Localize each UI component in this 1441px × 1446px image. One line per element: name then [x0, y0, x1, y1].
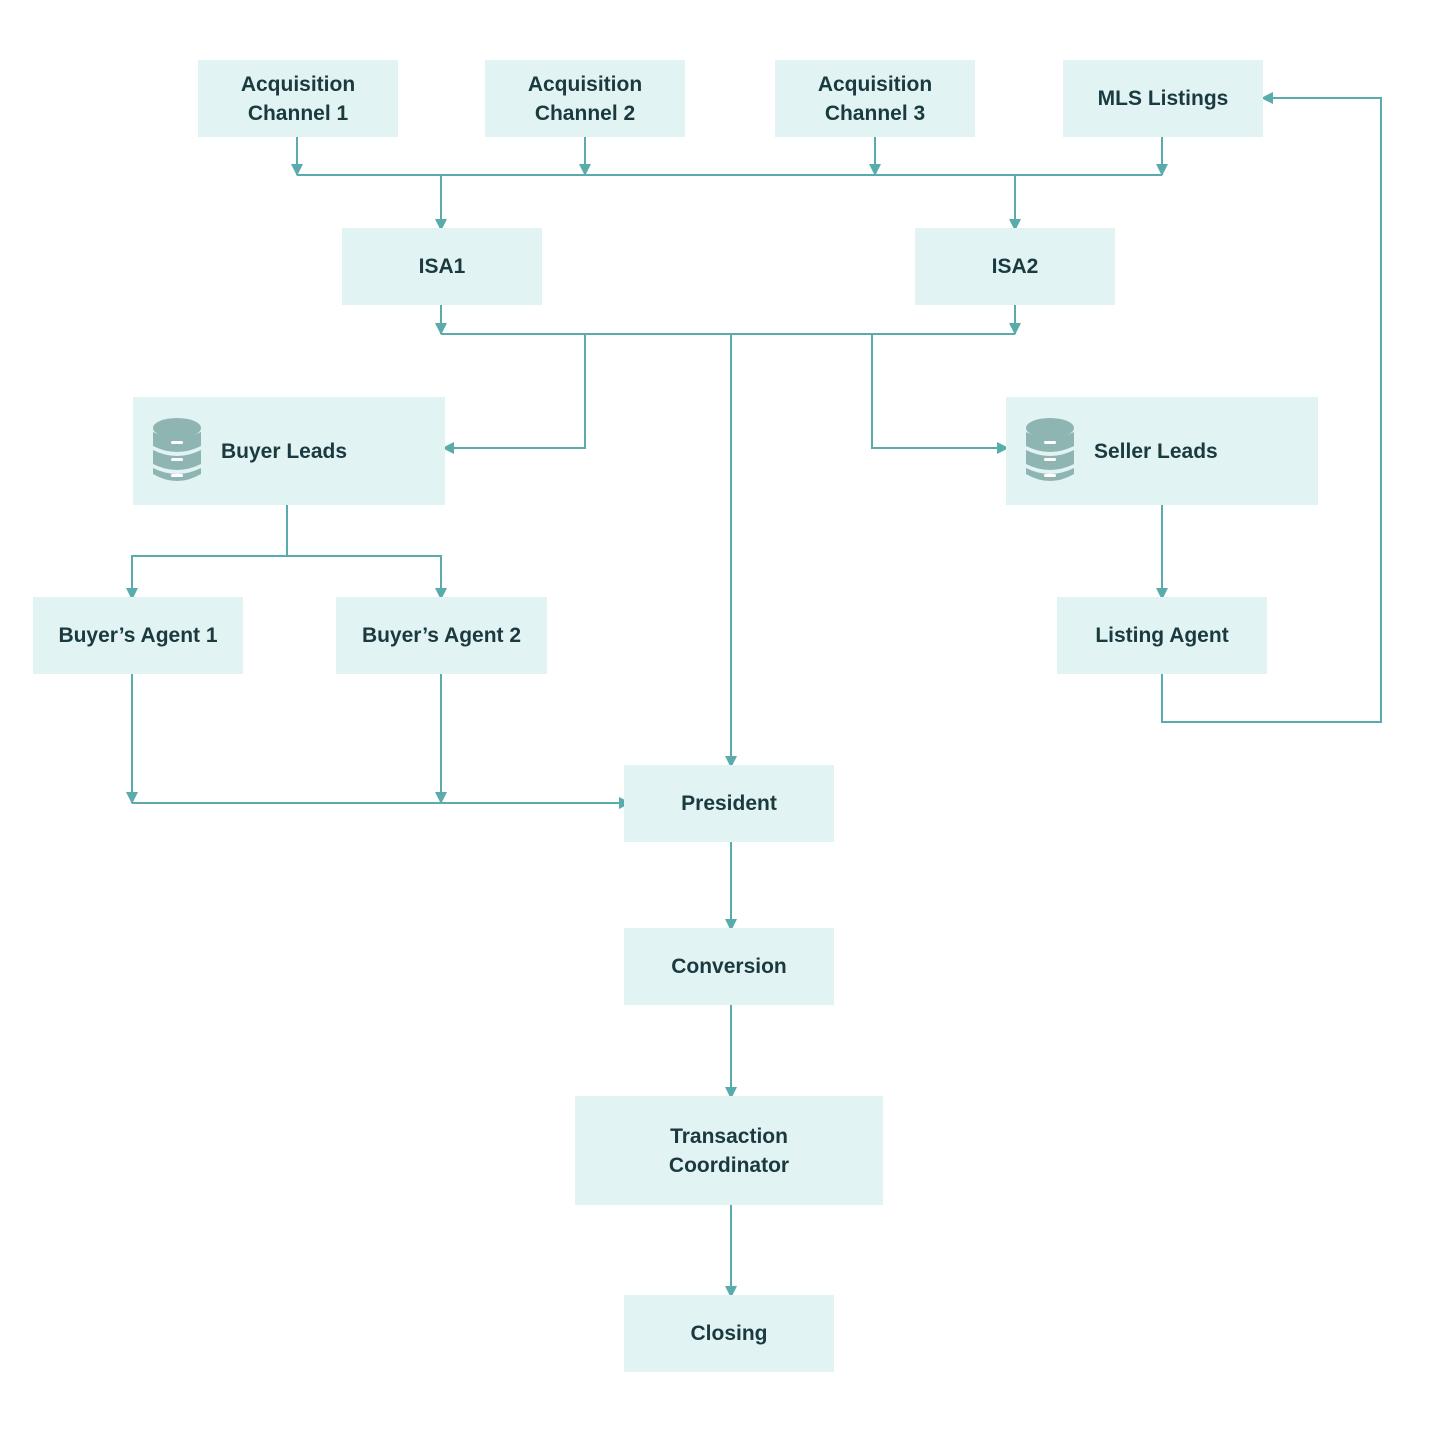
node-label: Buyer Leads: [221, 439, 348, 463]
node-buyers-agent-2[interactable]: Buyer’s Agent 2: [336, 597, 547, 674]
node-label: Acquisition Channel 2: [527, 72, 643, 125]
node-label: Listing Agent: [1095, 624, 1229, 647]
node-label: Closing: [690, 1322, 768, 1345]
node-seller-leads[interactable]: Seller Leads: [1006, 397, 1318, 505]
node-acquisition-channel-3[interactable]: Acquisition Channel 3: [775, 60, 975, 137]
database-icon: [1026, 418, 1074, 481]
node-mls-listings[interactable]: MLS Listings: [1063, 60, 1263, 137]
node-acquisition-channel-1[interactable]: Acquisition Channel 1: [198, 60, 398, 137]
node-label: Buyer’s Agent 2: [361, 624, 522, 647]
node-buyer-leads[interactable]: Buyer Leads: [133, 397, 445, 505]
node-transaction-coordinator[interactable]: Transaction Coordinator: [575, 1096, 883, 1205]
node-label: Conversion: [671, 955, 787, 978]
node-label: ISA1: [418, 255, 466, 278]
node-label: Buyer’s Agent 1: [58, 624, 218, 647]
connector-listing-agent-to-mls: [1161, 92, 1382, 723]
connector-bus-to-seller-leads: [871, 334, 1009, 454]
node-president[interactable]: President: [624, 765, 834, 842]
connector-to-buyer-agent-2: [287, 555, 447, 600]
node-label: Seller Leads: [1094, 439, 1218, 463]
node-isa1[interactable]: ISA1: [342, 228, 542, 305]
node-label: MLS Listings: [1097, 87, 1229, 110]
node-label: Acquisition Channel 1: [240, 72, 356, 125]
connector-to-buyer-agent-1: [126, 555, 287, 600]
node-label: Transaction Coordinator: [668, 1124, 790, 1177]
database-icon: [153, 418, 201, 481]
connector-bus-to-buyer-leads: [442, 334, 586, 454]
node-listing-agent[interactable]: Listing Agent: [1057, 597, 1267, 674]
node-label: ISA2: [991, 255, 1039, 278]
node-buyers-agent-1[interactable]: Buyer’s Agent 1: [33, 597, 243, 674]
node-label: Acquisition Channel 3: [817, 72, 933, 125]
node-conversion[interactable]: Conversion: [624, 928, 834, 1005]
node-isa2[interactable]: ISA2: [915, 228, 1115, 305]
node-label: President: [681, 792, 777, 815]
node-closing[interactable]: Closing: [624, 1295, 834, 1372]
node-acquisition-channel-2[interactable]: Acquisition Channel 2: [485, 60, 685, 137]
